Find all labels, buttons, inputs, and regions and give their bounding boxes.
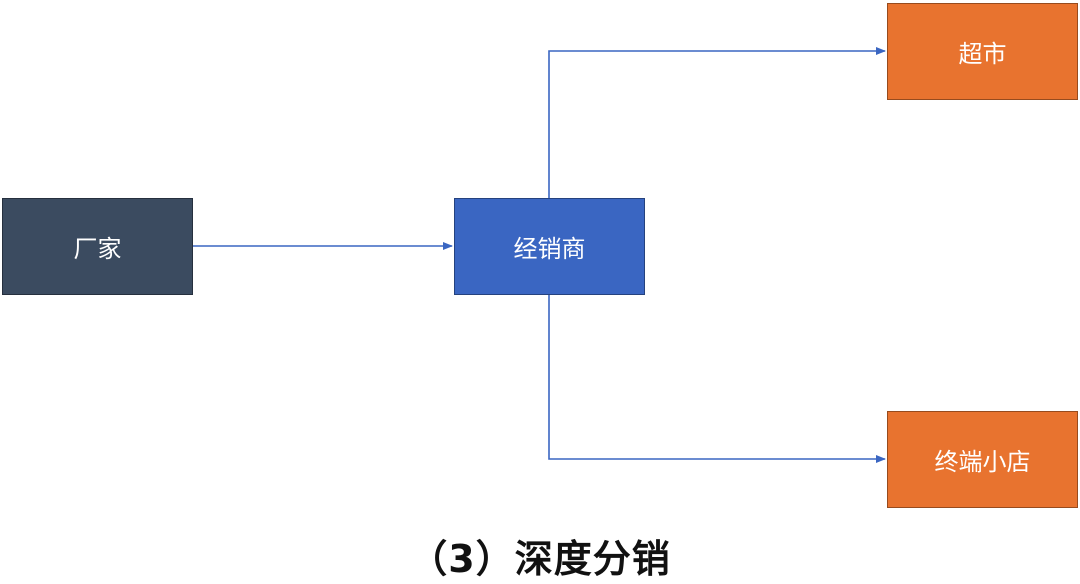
node-label-distributor: 经销商 [513,235,586,263]
node-terminal-store: 终端小店 [887,411,1078,508]
node-distributor: 经销商 [454,198,645,295]
node-label-manufacturer: 厂家 [73,235,122,263]
edge-distributor-to-terminal-store [548,295,886,463]
node-manufacturer: 厂家 [2,198,193,295]
node-supermarket: 超市 [887,3,1078,100]
node-label-supermarket: 超市 [958,40,1007,68]
node-label-terminal-store: 终端小店 [934,448,1031,476]
diagram-caption: （3）深度分销 [409,537,671,581]
edge-distributor-to-supermarket [548,47,886,198]
